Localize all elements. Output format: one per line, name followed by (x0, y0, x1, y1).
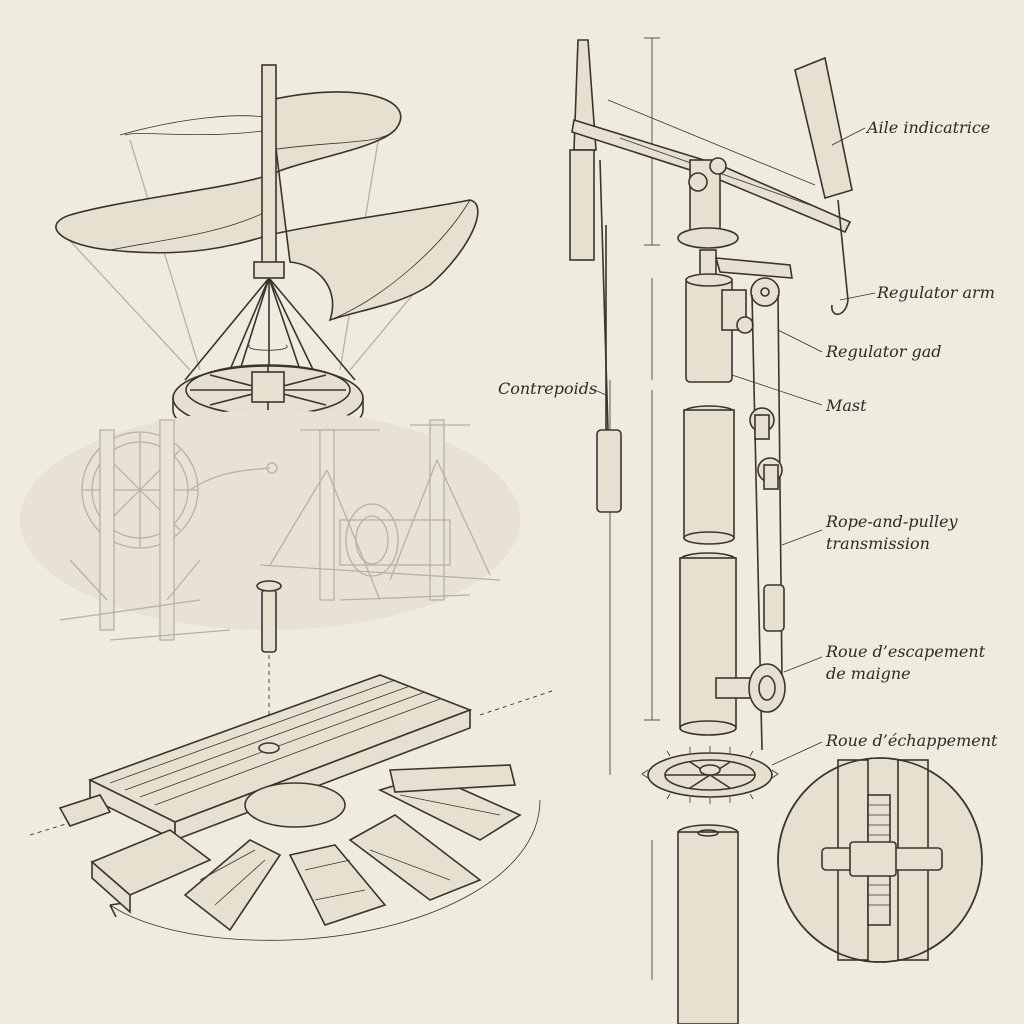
faint-machines (20, 410, 520, 641)
label-roue-escapement-line1: Roue d’escapement (826, 642, 986, 661)
label-contrepoids: Contrepoids (498, 379, 598, 398)
label-mast: Mast (826, 396, 867, 415)
label-rope-pulley-line2: transmission (826, 534, 930, 553)
pin-and-platform (29, 580, 556, 941)
label-roue-echappement: Roue d’échappement (826, 731, 998, 750)
label-regulator-arm: Regulator arm (877, 283, 995, 302)
label-aile-indicatrice: Aile indicatrice (867, 118, 991, 137)
leader-lines (589, 127, 876, 766)
label-roue-escapement-line2: de maigne (826, 664, 911, 683)
detail-inset (777, 757, 983, 963)
regulator-mechanism (569, 37, 853, 1024)
label-rope-pulley-line1: Rope-and-pulley (826, 512, 958, 531)
aerial-screw (55, 64, 479, 443)
label-regulator-gad: Regulator gad (826, 342, 942, 361)
